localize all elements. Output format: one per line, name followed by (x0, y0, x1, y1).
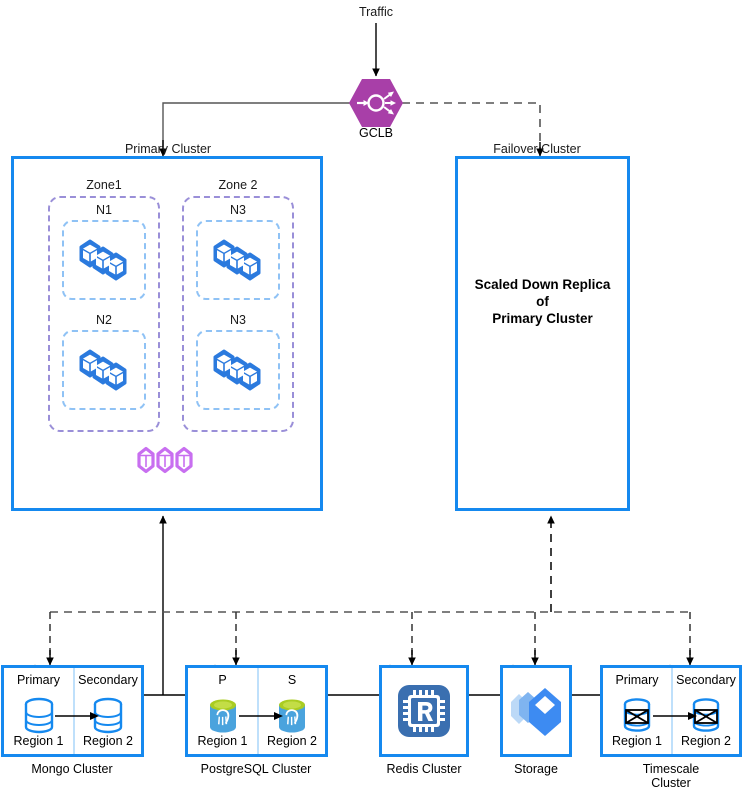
mongo-primary-region: Region 1 (13, 734, 64, 748)
replication-arrow-icon (239, 712, 283, 720)
postgres-secondary-role: S (287, 673, 297, 687)
datastore-postgresql-cluster[interactable]: P Region 1 S (185, 665, 328, 757)
mongo-primary-half: Primary Region 1 (4, 668, 73, 754)
mongo-db-icon (24, 697, 53, 734)
gclb-node[interactable]: GCLB (348, 78, 404, 148)
timescale-db-icon (623, 698, 651, 732)
node-cubes-icon (79, 349, 127, 391)
postgres-primary-half: P Region 1 (188, 668, 257, 754)
timescale-db-icon (692, 698, 720, 732)
node-box-n3-b (196, 330, 280, 410)
replication-arrow-icon (55, 712, 99, 720)
failover-body-line-3: Primary Cluster (492, 311, 593, 326)
node-box-n3-a (196, 220, 280, 300)
node-box-n1 (62, 220, 146, 300)
datastore-redis-cluster[interactable] (379, 665, 469, 757)
mongo-secondary-half: Secondary Region 2 (75, 668, 141, 754)
failover-cluster-label: Failover Cluster (493, 142, 581, 156)
node-label-n1: N1 (96, 203, 112, 217)
postgres-db-icon (279, 699, 305, 733)
postgres-db-icon (209, 699, 236, 733)
datastore-mongo-cluster[interactable]: Primary Region 1 Secondary (1, 665, 144, 757)
datastore-label-postgresql: PostgreSQL Cluster (200, 762, 312, 776)
replication-arrow-icon (653, 712, 697, 720)
pod-hexagon-icon (137, 446, 193, 474)
node-cubes-icon (213, 349, 261, 391)
divider (73, 668, 75, 754)
postgres-primary-region: Region 1 (197, 734, 248, 748)
failover-cluster-box[interactable]: Scaled Down Replica of Primary Cluster (455, 156, 630, 511)
zone-label-2: Zone 2 (218, 178, 258, 192)
gclb-label: GCLB (358, 126, 394, 140)
zone-box-2 (182, 196, 294, 432)
divider (257, 668, 259, 754)
node-box-n2 (62, 330, 146, 410)
datastore-label-redis: Redis Cluster (386, 762, 462, 776)
storage-boxes-icon (511, 688, 561, 736)
timescale-primary-role: Primary (615, 673, 659, 687)
load-balancer-icon (349, 79, 403, 127)
postgres-secondary-half: S Region 2 (259, 668, 325, 754)
datastore-storage[interactable] (500, 665, 572, 757)
node-cubes-icon (79, 239, 127, 281)
mongo-primary-role: Primary (16, 673, 61, 687)
timescale-secondary-role: Secondary (676, 673, 736, 687)
datastore-timescale-cluster[interactable]: Primary Region 1 Secondary (600, 665, 742, 757)
timescale-secondary-region: Region 2 (680, 734, 732, 748)
timescale-primary-region: Region 1 (611, 734, 663, 748)
datastore-label-storage: Storage (514, 762, 558, 776)
postgres-secondary-region: Region 2 (266, 734, 318, 748)
node-label-n3-a: N3 (230, 203, 246, 217)
divider (671, 668, 673, 754)
failover-body-line-2: of (536, 294, 549, 309)
mongo-secondary-region: Region 2 (82, 734, 134, 748)
node-label-n3-b: N3 (230, 313, 246, 327)
mongo-db-icon (93, 697, 123, 734)
timescale-secondary-half: Secondary Region 2 (673, 668, 739, 754)
mongo-secondary-role: Secondary (78, 673, 138, 687)
failover-body-line-1: Scaled Down Replica (474, 277, 611, 292)
pods-group (132, 444, 204, 485)
node-cubes-icon (213, 239, 261, 281)
zone-label-1: Zone1 (86, 178, 122, 192)
zone-box-1 (48, 196, 160, 432)
node-label-n2: N2 (96, 313, 112, 327)
timescale-primary-half: Primary Region 1 (603, 668, 671, 754)
redis-logo-icon (398, 685, 450, 737)
postgres-primary-role: P (218, 673, 227, 687)
datastore-label-mongo: Mongo Cluster (31, 762, 113, 776)
datastore-label-timescale: Timescale Cluster (642, 762, 700, 790)
primary-cluster-label: Primary Cluster (124, 142, 212, 156)
traffic-label: Traffic (358, 5, 394, 19)
